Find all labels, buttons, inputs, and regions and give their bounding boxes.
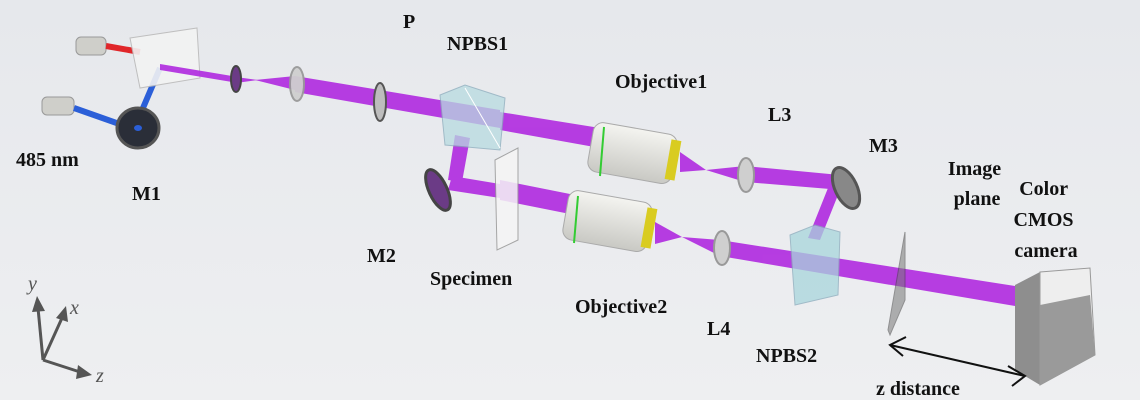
label-485nm: 485 nm bbox=[16, 149, 79, 171]
objective-1 bbox=[587, 122, 682, 185]
label-camera-line2: CMOS bbox=[1014, 209, 1074, 231]
label-p: P bbox=[403, 11, 415, 33]
color-cmos-camera bbox=[1015, 267, 1096, 386]
lens-l3 bbox=[737, 157, 755, 193]
axis-label-x: x bbox=[69, 297, 79, 319]
axis-label-z: z bbox=[95, 365, 104, 387]
axis-label-y: y bbox=[26, 273, 37, 295]
label-m3: M3 bbox=[869, 135, 898, 157]
specimen-plane bbox=[494, 147, 519, 251]
label-m2: M2 bbox=[367, 245, 396, 267]
laser-source-red bbox=[75, 36, 141, 56]
dichroic-mirror bbox=[129, 27, 201, 89]
beam-splitter-npbs2 bbox=[789, 224, 841, 306]
beam-splitter-npbs1 bbox=[439, 84, 506, 151]
mirror-m1 bbox=[115, 106, 161, 150]
label-specimen: Specimen bbox=[430, 268, 512, 290]
objective-2 bbox=[562, 190, 658, 253]
label-image-plane: Image plane bbox=[948, 158, 1006, 210]
lens-small bbox=[230, 65, 242, 93]
label-l4: L4 bbox=[707, 318, 730, 340]
label-camera-line3: camera bbox=[1014, 240, 1077, 262]
label-npbs1: NPBS1 bbox=[447, 33, 508, 55]
mirror-m3 bbox=[830, 166, 862, 210]
z-distance-arrow bbox=[888, 336, 1027, 387]
label-npbs2: NPBS2 bbox=[756, 345, 817, 367]
polarizer-p bbox=[373, 82, 387, 122]
label-camera: Color CMOS camera bbox=[1014, 178, 1079, 262]
lens-collimator bbox=[289, 66, 305, 102]
label-l3: L3 bbox=[768, 104, 791, 126]
label-z-distance: z distance bbox=[876, 378, 960, 400]
light-path bbox=[160, 64, 1015, 306]
image-plane bbox=[887, 231, 906, 337]
label-image-plane-line1: Image bbox=[948, 158, 1001, 180]
mirror-m2 bbox=[424, 168, 452, 212]
lens-l4 bbox=[713, 230, 731, 266]
label-m1: M1 bbox=[132, 183, 161, 205]
label-objective1: Objective1 bbox=[615, 71, 707, 93]
label-camera-line1: Color bbox=[1019, 178, 1068, 200]
label-image-plane-line2: plane bbox=[954, 188, 1001, 210]
coordinate-axes bbox=[32, 296, 92, 379]
label-objective2: Objective2 bbox=[575, 296, 667, 318]
